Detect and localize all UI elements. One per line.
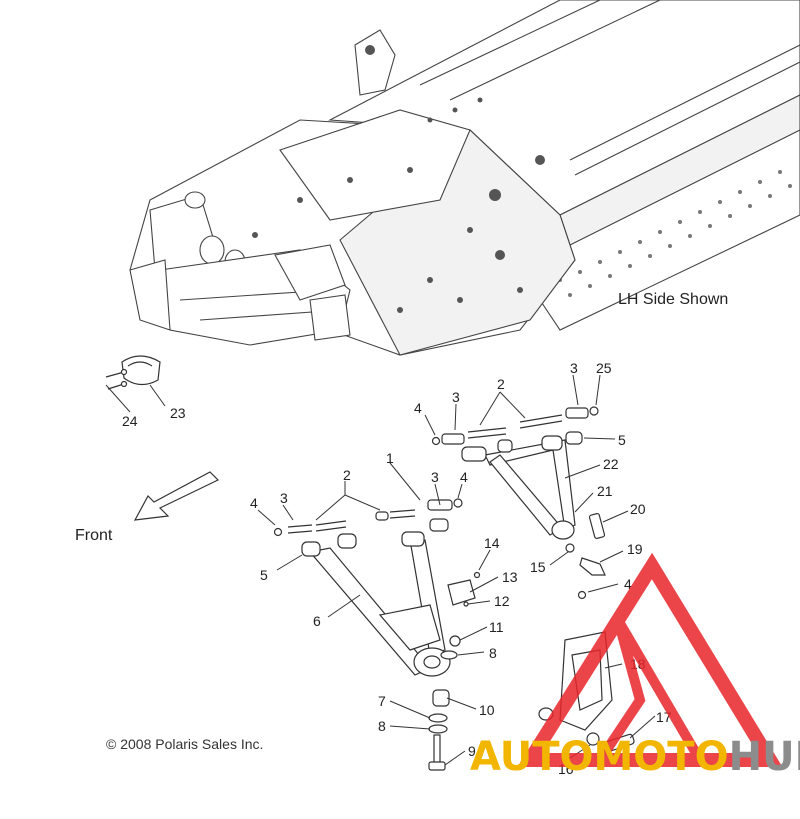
- watermark-inner-triangle-icon: [590, 617, 709, 765]
- callout-7: 7: [378, 693, 386, 709]
- screws-24: [105, 368, 128, 390]
- callout-5: 5: [260, 567, 268, 583]
- callout-4: 4: [460, 469, 468, 485]
- callout-3: 3: [570, 360, 578, 376]
- ball-joint-stack: [428, 635, 461, 771]
- callout-13: 13: [502, 569, 518, 585]
- callout-3: 3: [431, 469, 439, 485]
- callout-2: 2: [343, 467, 351, 483]
- callout-23: 23: [170, 405, 186, 421]
- callout-19: 19: [627, 541, 643, 557]
- watermark-text: AUTOMOTOHUB: [470, 734, 800, 780]
- callout-10: 10: [479, 702, 495, 718]
- callout-8: 8: [489, 645, 497, 661]
- callout-numbers: 1 2 2 3 3 3 3 4 4 4 4 5 5 6 7 8 8 9 10 1…: [122, 360, 672, 777]
- watermark-text-auto: AUTO: [470, 734, 594, 780]
- front-label: Front: [75, 527, 113, 544]
- lower-bushings: [273, 498, 463, 557]
- upper-a-arm-22: [484, 439, 576, 540]
- watermark-logo: [517, 552, 783, 767]
- frame-holes: [252, 97, 545, 313]
- callout-8: 8: [378, 718, 386, 734]
- ball-joint-15-19: [565, 512, 606, 576]
- callout-14: 14: [484, 535, 500, 551]
- callout-25: 25: [596, 360, 612, 376]
- callout-5: 5: [618, 432, 626, 448]
- callout-1: 1: [386, 450, 394, 466]
- callout-15: 15: [530, 559, 546, 575]
- callout-21: 21: [597, 483, 613, 499]
- nut-4-lower: [577, 590, 587, 600]
- callout-22: 22: [603, 456, 619, 472]
- leader-lines: [105, 374, 656, 766]
- front-arrow-icon: [133, 471, 220, 521]
- bracket-23: [121, 355, 161, 386]
- view-label: LH Side Shown: [618, 291, 728, 308]
- callout-3: 3: [452, 389, 460, 405]
- upper-bushings: [431, 406, 599, 462]
- callout-6: 6: [313, 613, 321, 629]
- chassis-frame: [129, 0, 800, 356]
- callout-3: 3: [280, 490, 288, 506]
- callout-20: 20: [630, 501, 646, 517]
- callout-4: 4: [250, 495, 258, 511]
- callout-12: 12: [494, 593, 510, 609]
- callout-11: 11: [489, 619, 504, 635]
- watermark-text-hub: HUB: [729, 734, 800, 780]
- lower-a-arm-6: [308, 539, 451, 677]
- callout-2: 2: [497, 376, 505, 392]
- copyright-text: © 2008 Polaris Sales Inc.: [106, 736, 263, 752]
- callout-4: 4: [414, 400, 422, 416]
- watermark-text-moto: MOTO: [594, 734, 729, 780]
- clip-13: [447, 571, 481, 607]
- callout-4: 4: [624, 576, 632, 592]
- callout-9: 9: [468, 743, 476, 759]
- callout-24: 24: [122, 413, 138, 429]
